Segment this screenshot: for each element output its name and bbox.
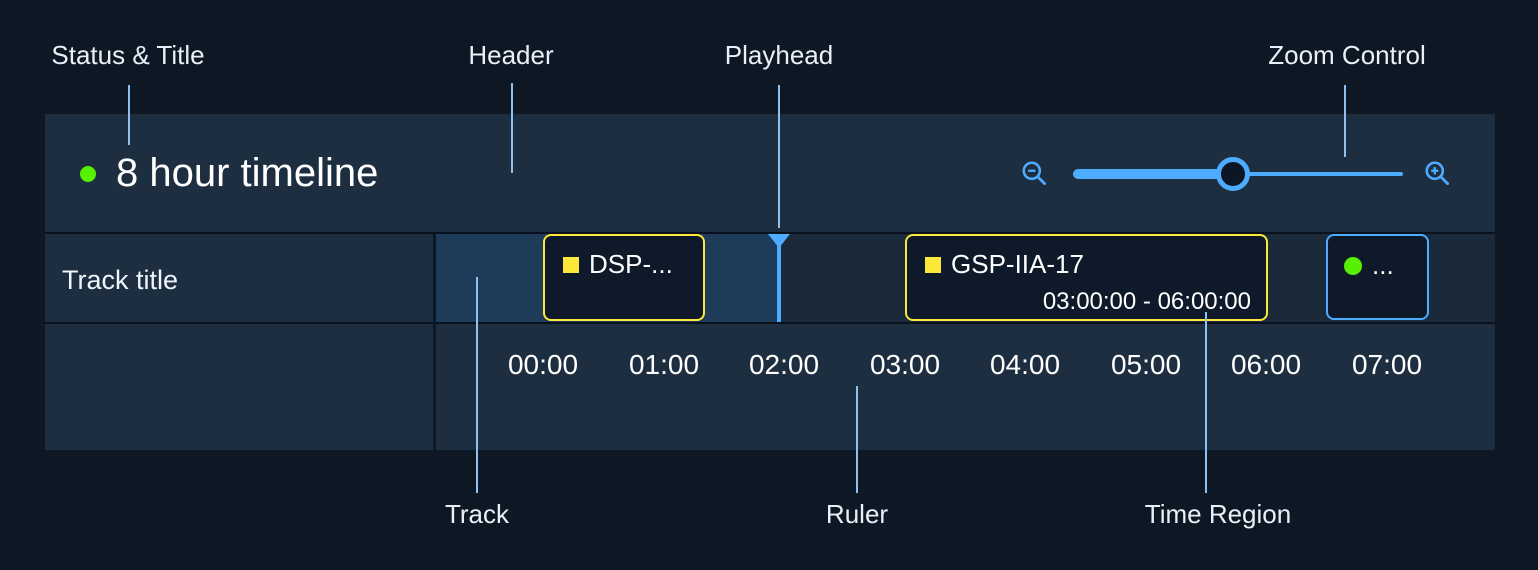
callout-status-title: Status & Title	[51, 40, 205, 70]
status-square-icon	[925, 256, 941, 273]
time-region-overflow[interactable]: ...	[1326, 234, 1429, 320]
annotation-line-header	[511, 83, 513, 173]
annotation-line-time-region	[1205, 312, 1207, 493]
track-title-cell: Track title	[45, 234, 433, 322]
callout-track: Track	[444, 499, 510, 529]
column-divider	[433, 234, 436, 450]
annotation-line-playhead	[778, 85, 780, 228]
annotation-line-zoom-control	[1344, 85, 1346, 157]
track-title: Track title	[62, 265, 179, 295]
annotation-line-track	[476, 277, 478, 493]
status-dot-icon	[1344, 256, 1362, 275]
status-dot-icon	[80, 166, 96, 182]
zoom-out-icon[interactable]	[1020, 159, 1050, 189]
playhead[interactable]	[777, 234, 781, 322]
annotation-line-status-title	[128, 85, 130, 145]
region-time-range: 03:00:00 - 06:00:00	[1042, 288, 1251, 315]
ruler-left-cell	[45, 324, 433, 450]
track-ruler-divider	[45, 322, 1495, 324]
ruler-tick: 01:00	[628, 349, 700, 380]
callout-header: Header	[468, 40, 554, 70]
callout-ruler: Ruler	[825, 499, 889, 529]
callout-zoom-control: Zoom Control	[1268, 40, 1426, 70]
ruler	[436, 324, 1495, 450]
ruler-tick: 07:00	[1351, 349, 1423, 380]
ruler-tick: 03:00	[869, 349, 941, 380]
ruler-tick: 04:00	[989, 349, 1061, 380]
region-label: ...	[1372, 250, 1394, 280]
region-label: GSP-IIA-17	[951, 249, 1084, 279]
time-region-gsp[interactable]: GSP-IIA-17 03:00:00 - 06:00:00	[905, 234, 1268, 321]
zoom-slider-thumb[interactable]	[1216, 157, 1250, 191]
ruler-tick: 06:00	[1230, 349, 1302, 380]
ruler-tick: 02:00	[748, 349, 820, 380]
zoom-slider-fill[interactable]	[1073, 169, 1238, 179]
callout-time-region: Time Region	[1144, 499, 1292, 529]
ruler-tick: 00:00	[507, 349, 579, 380]
zoom-in-icon[interactable]	[1423, 159, 1453, 189]
status-square-icon	[563, 256, 579, 273]
callout-playhead: Playhead	[724, 40, 834, 70]
timeline-header: 8 hour timeline	[45, 114, 1495, 232]
annotation-line-ruler	[856, 386, 858, 493]
time-region-dsp[interactable]: DSP-...	[543, 234, 705, 321]
ruler-tick: 05:00	[1110, 349, 1182, 380]
header-track-divider	[45, 232, 1495, 234]
region-label: DSP-...	[589, 249, 673, 279]
timeline-title: 8 hour timeline	[116, 151, 379, 195]
